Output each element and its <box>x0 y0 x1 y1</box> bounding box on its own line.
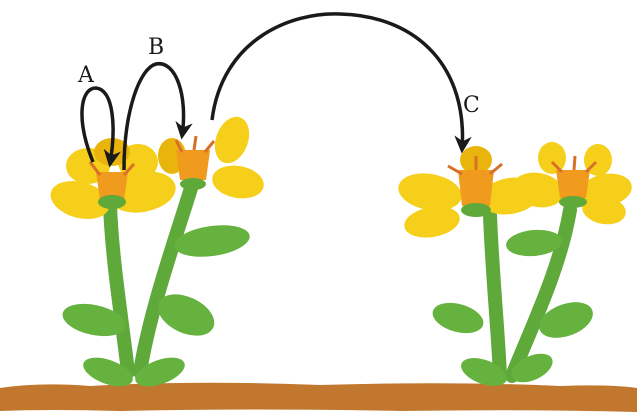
left-plant <box>46 112 266 392</box>
label-c: C <box>463 93 480 118</box>
right-plant-stem-a <box>490 215 500 376</box>
right-plant-leaf <box>429 298 486 339</box>
arrow-c <box>212 14 463 150</box>
soil-strip <box>0 383 637 412</box>
left-plant-stem-a <box>110 205 128 372</box>
label-a: A <box>77 63 95 88</box>
label-b: B <box>148 35 164 60</box>
left-plant-stem-b <box>140 185 192 372</box>
right-plant <box>395 142 634 391</box>
